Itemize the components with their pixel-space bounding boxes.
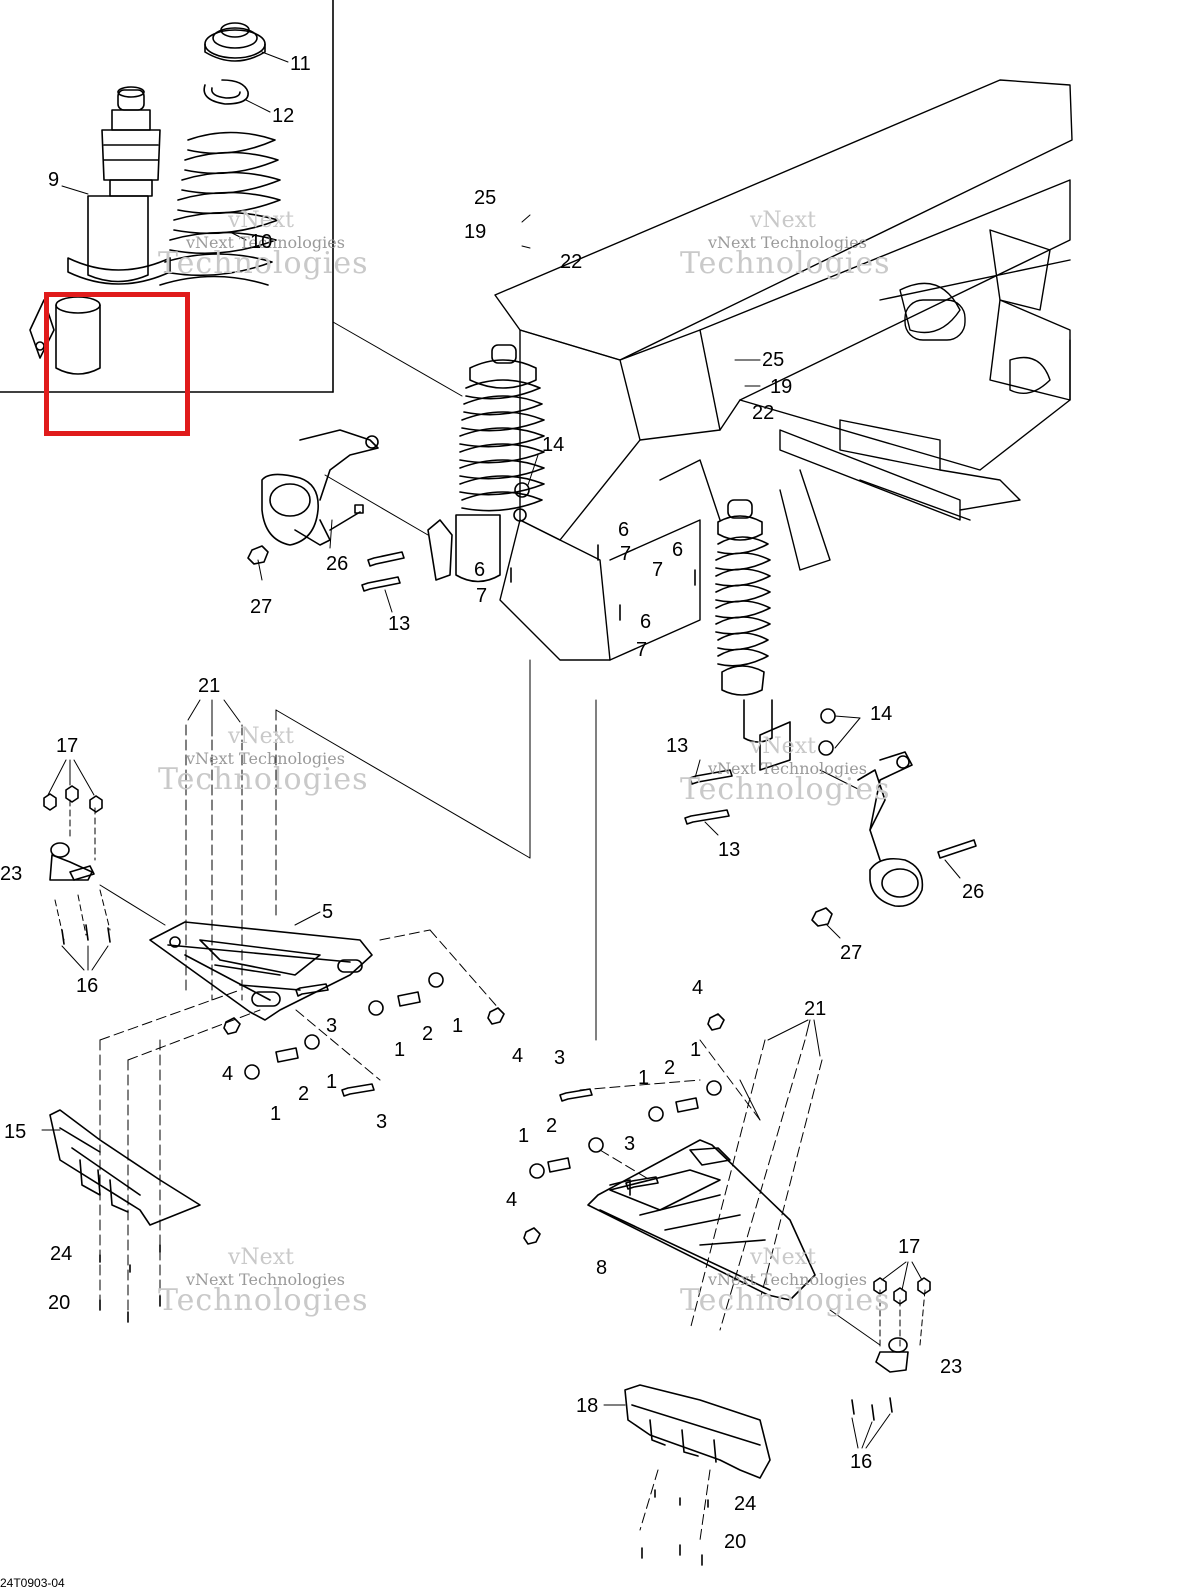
callout-1: 1 [326,1071,338,1093]
right-shock-assembly [684,499,836,825]
callout-13: 13 [666,735,689,757]
callout-24: 24 [734,1493,757,1515]
callout-27: 27 [840,942,863,964]
callout-19: 19 [464,221,487,243]
callout-1: 1 [394,1039,406,1061]
callout-1: 1 [270,1103,282,1125]
callout-25: 25 [762,349,785,371]
callout-4: 4 [512,1045,524,1067]
callout-10: 10 [250,231,273,253]
callout-19: 19 [770,376,793,398]
callout-5: 5 [322,901,334,923]
callout-7: 7 [636,639,648,661]
callout-2: 2 [664,1057,676,1079]
callout-22: 22 [560,251,583,273]
callout-6: 6 [672,539,684,561]
callout-ticks [41,214,961,1449]
callout-16: 16 [850,1451,873,1473]
callout-6: 6 [618,519,630,541]
callout-2: 2 [546,1115,558,1137]
callout-3: 3 [554,1047,566,1069]
callout-26: 26 [326,553,349,575]
callout-1: 1 [452,1015,464,1037]
callout-4: 4 [222,1063,234,1085]
callout-6: 6 [640,611,652,633]
callout-8: 8 [596,1257,608,1279]
callout-3: 3 [376,1111,388,1133]
callout-7: 7 [620,543,632,565]
right-steering-knuckle [811,751,977,927]
drawing-id: 24T0903-04 [0,1576,65,1590]
callout-22: 22 [752,402,775,424]
callout-15: 15 [4,1121,27,1143]
callout-3: 3 [624,1133,636,1155]
right-a-arm-part-8 [587,1139,816,1301]
callout-24: 24 [50,1243,73,1265]
bolts-upper-left [361,482,530,592]
callout-14: 14 [542,434,565,456]
left-ball-joint-part-23 [43,785,111,945]
coil-spring-part-10 [159,131,281,286]
callout-21: 21 [198,675,221,697]
callout-26: 26 [962,881,985,903]
callout-14: 14 [870,703,893,725]
grease-fittings [510,544,696,621]
callout-1: 1 [518,1125,530,1147]
callout-23: 23 [940,1356,963,1378]
retainer-clip-part-12 [203,79,271,113]
callout-7: 7 [476,585,488,607]
callout-20: 20 [48,1292,71,1314]
spring-seat-part-11 [204,22,289,63]
left-shock-assembly [427,344,545,583]
callout-17: 17 [56,735,79,757]
left-skid-plate-part-15 [49,1109,201,1323]
callout-13: 13 [388,613,411,635]
callout-9: 9 [48,169,60,191]
callout-1: 1 [690,1039,702,1061]
callout-4: 4 [506,1189,518,1211]
left-steering-knuckle [247,429,429,565]
callout-2: 2 [298,1083,310,1105]
left-a-arm-part-5 [149,921,373,1021]
callout-23: 23 [0,863,23,885]
callout-16: 16 [76,975,99,997]
callout-4: 4 [692,977,704,999]
callout-25: 25 [474,187,497,209]
right-skid-plate-part-18 [624,1384,771,1566]
assembly-leader-lines [54,659,926,1541]
vehicle-frame [494,79,1073,661]
highlight-box [44,292,190,436]
left-bushings [223,972,505,1097]
callout-21: 21 [804,998,827,1020]
callout-1: 1 [638,1067,650,1089]
shock-absorber-part-9 [29,86,171,375]
callout-17: 17 [898,1236,921,1258]
callout-13: 13 [718,839,741,861]
callout-3: 3 [326,1015,338,1037]
callout-7: 7 [652,559,664,581]
callout-11: 11 [290,53,311,75]
callout-27: 27 [250,596,273,618]
callout-12: 12 [272,105,295,127]
right-ball-joint-part-23 [851,1277,931,1421]
callout-18: 18 [576,1395,599,1417]
inset-frame [0,0,463,397]
callout-20: 20 [724,1531,747,1553]
callout-6: 6 [474,559,486,581]
right-bushings [523,1013,725,1245]
callout-2: 2 [422,1023,434,1045]
